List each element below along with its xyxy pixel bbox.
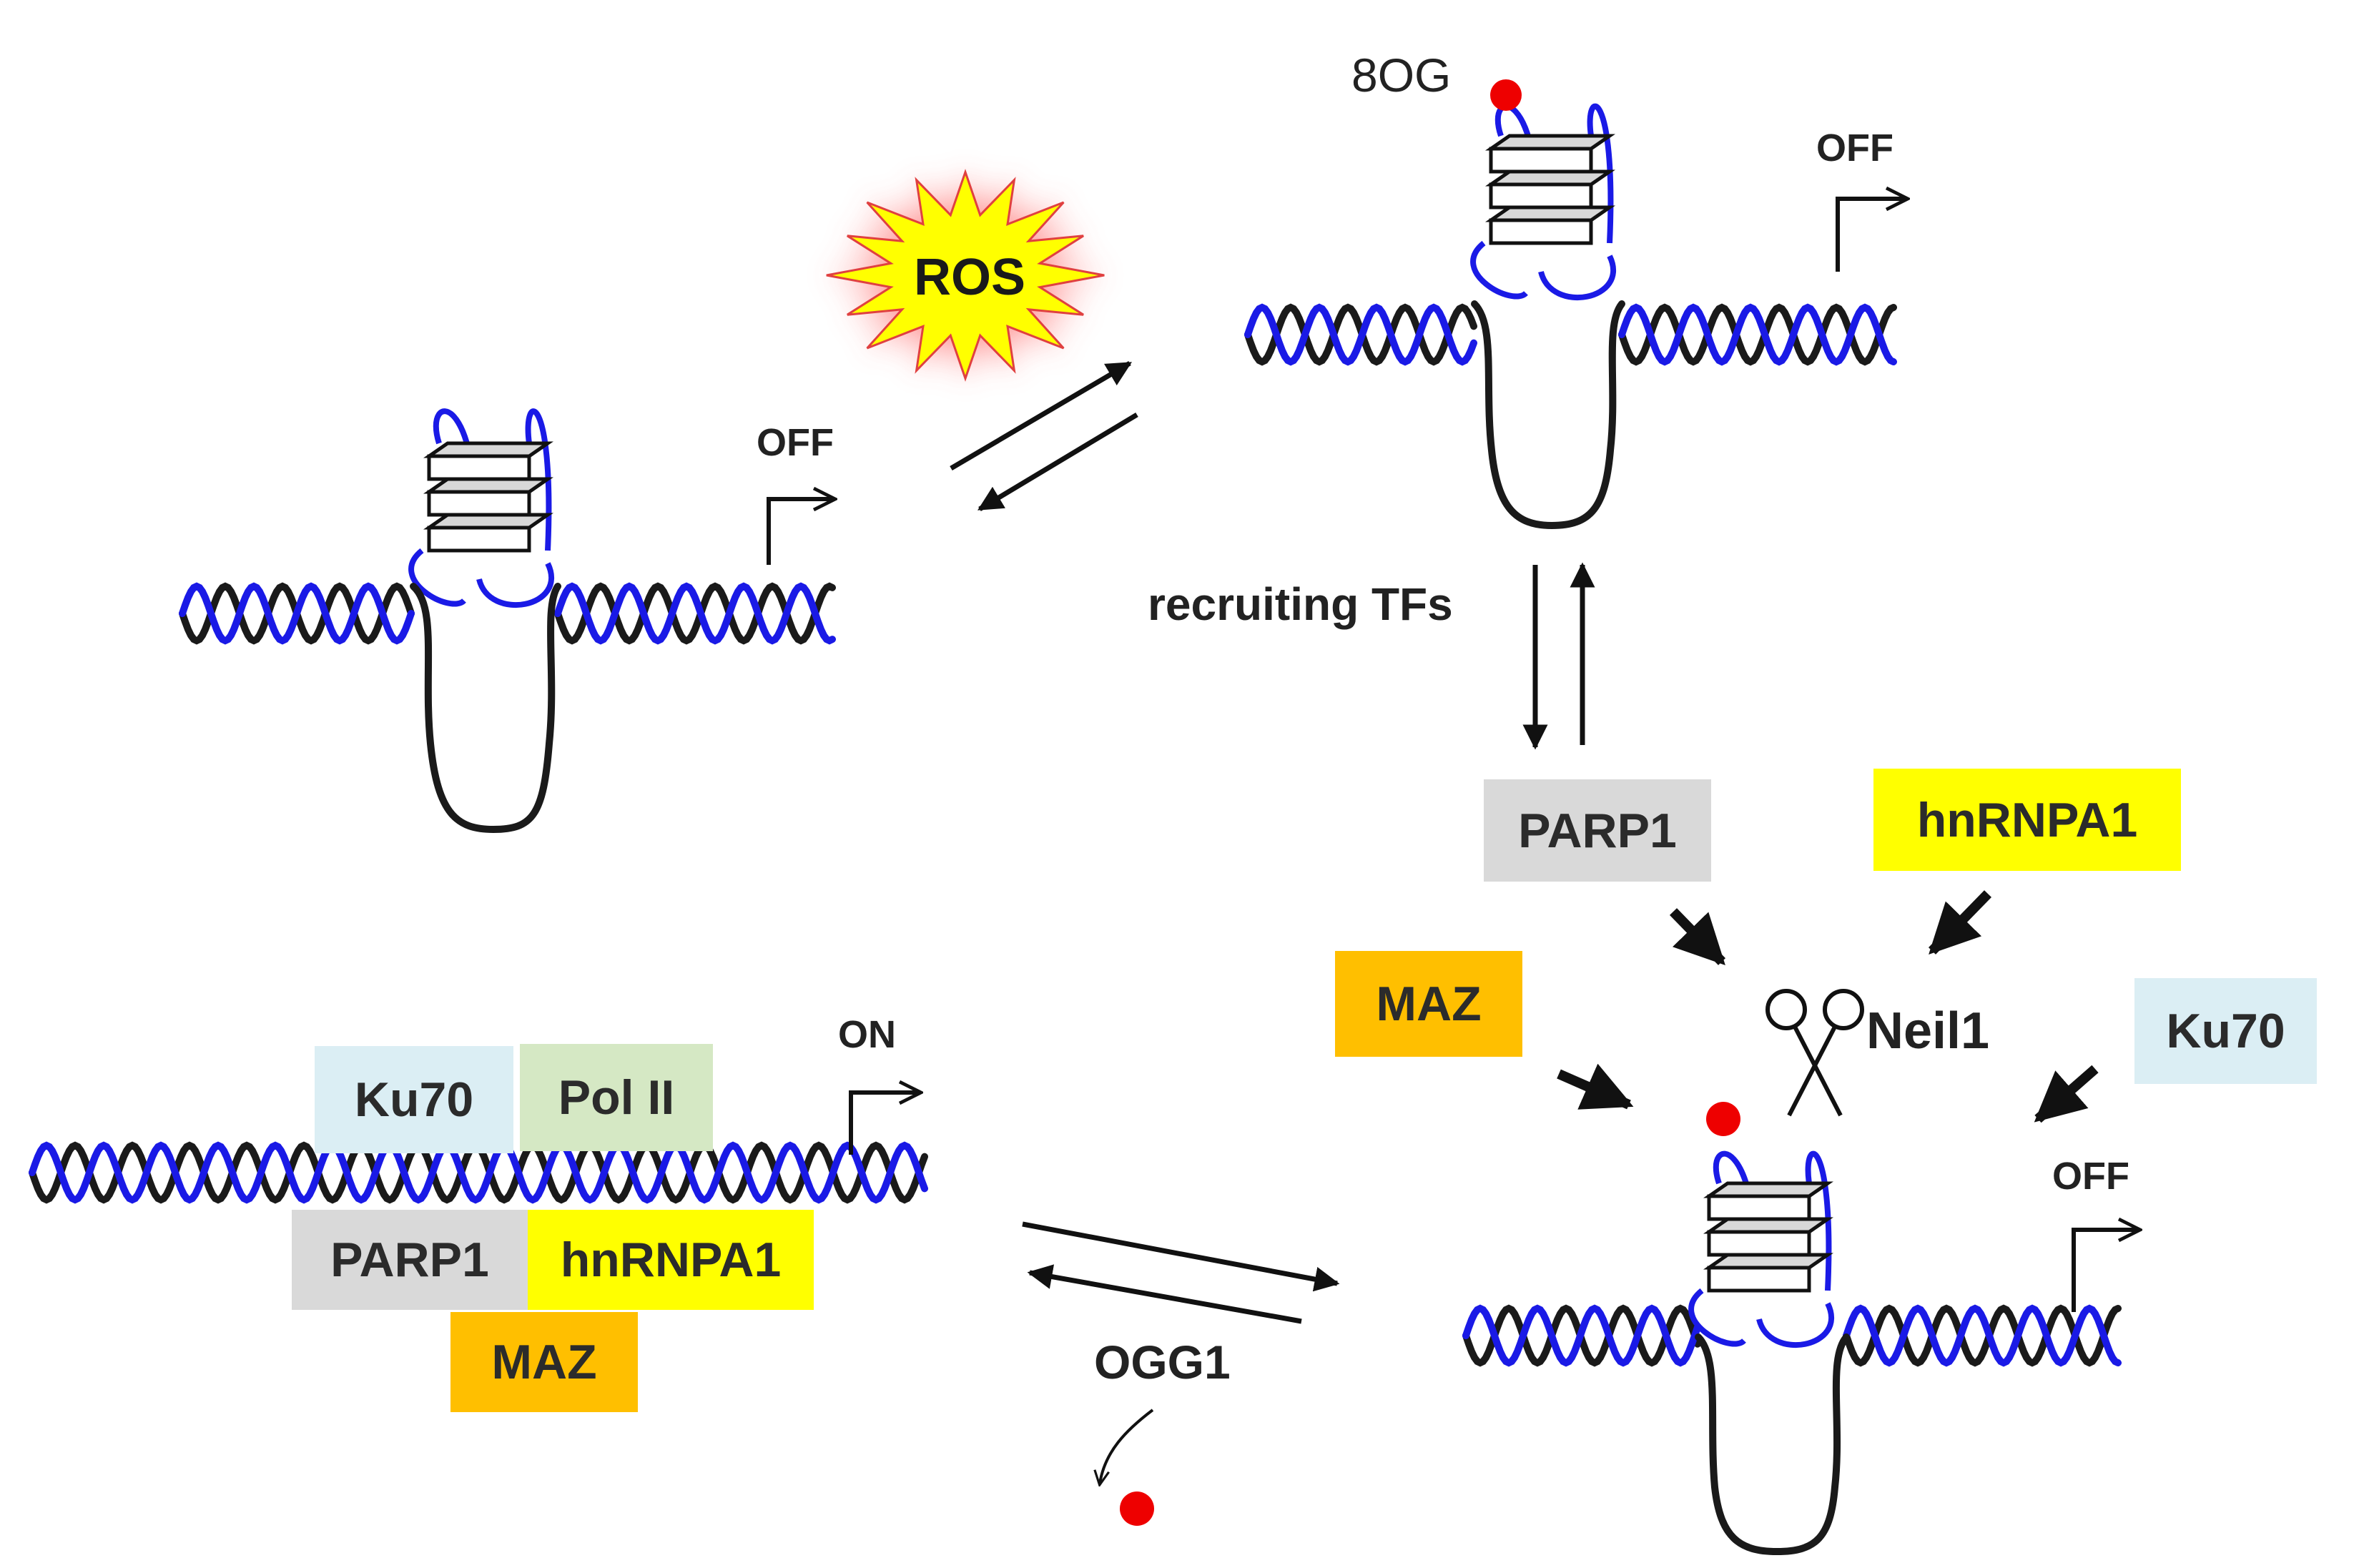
g-quadruplex-loop <box>525 408 552 551</box>
maz-box: MAZ <box>450 1312 638 1412</box>
g-tetrad-side <box>1489 147 1593 174</box>
single-strand-loop <box>1695 1333 1850 1556</box>
dna-strand-blue <box>1244 303 1477 366</box>
maz-box: MAZ <box>1335 951 1522 1057</box>
g-quadruplex-loop <box>476 562 555 608</box>
hnrnpa1-arrow <box>1928 890 1992 955</box>
dna-strand-blue <box>554 582 836 645</box>
g-tetrad-plate <box>1703 1217 1834 1234</box>
g-quadruplex-oxidized <box>1470 103 1617 300</box>
parp1-box: PARP1 <box>292 1210 528 1310</box>
pol-ii-box: Pol II <box>520 1044 713 1151</box>
g-tetrad-side <box>1489 182 1593 209</box>
g-tetrad-side <box>427 526 531 553</box>
promoter-arrow-icon <box>767 499 833 565</box>
curved-arrow-icon <box>1100 1409 1154 1484</box>
ogg1-label: OGG1 <box>1094 1336 1231 1389</box>
neil1-label: Neil1 <box>1866 1002 1990 1060</box>
hnrnpa1-box: hnRNPA1 <box>528 1210 814 1310</box>
g-quadruplex-loop <box>1756 1302 1835 1348</box>
equilibrium-arrow-forward <box>1022 1221 1340 1292</box>
dna-strand-blue <box>1618 303 1897 366</box>
g-quadruplex-loop <box>408 548 466 607</box>
8og-lesion-dot <box>1706 1102 1740 1136</box>
maz-arrow <box>1557 1063 1634 1110</box>
dna-strand-black <box>1618 303 1897 366</box>
g-tetrad-plate <box>1484 205 1616 222</box>
g-tetrad-side <box>427 490 531 517</box>
single-strand-loop <box>1471 300 1625 530</box>
g-tetrad-plate <box>1484 169 1616 187</box>
g-tetrad-plate <box>423 477 554 494</box>
g-quadruplex-loop <box>1688 1288 1746 1347</box>
g-tetrad-side <box>1489 218 1593 245</box>
g-tetrad-plate <box>423 441 554 458</box>
equilibrium-arrow-reverse <box>977 412 1138 512</box>
g-tetrad-side <box>1707 1230 1811 1257</box>
g-tetrad-side <box>427 454 531 481</box>
status-label-active: ON <box>838 1013 896 1056</box>
g-tetrad-plate <box>1703 1253 1834 1270</box>
starburst-icon <box>826 169 1105 382</box>
g-quadruplex-loop <box>1538 255 1617 300</box>
equilibrium-arrow-forward <box>950 360 1133 471</box>
excised-8og-dot <box>1120 1491 1154 1526</box>
g-quadruplex-loop <box>1587 103 1614 244</box>
g-quadruplex-initial <box>408 408 555 608</box>
promoter-arrow-icon <box>849 1093 919 1155</box>
g-tetrad-plate <box>423 513 554 530</box>
single-strand-loop <box>410 583 561 834</box>
hnrnpa1-box: hnRNPA1 <box>1873 769 2181 871</box>
8og-label: 8OG <box>1351 49 1452 102</box>
g-quadruplex-recruited <box>1688 1150 1835 1348</box>
dna-strand-blue <box>179 582 415 645</box>
promoter-arrow-icon <box>1836 199 1906 272</box>
dna-active <box>29 1141 928 1204</box>
scissors-icon <box>1765 989 1864 1117</box>
status-label-oxidized: OFF <box>1816 127 1893 169</box>
status-label-initial: OFF <box>757 421 834 464</box>
dna-strand-black <box>1843 1304 2122 1367</box>
dna-strand-blue <box>1462 1304 1701 1367</box>
ros-label: ROS <box>914 249 1026 306</box>
ku70-arrow <box>2034 1065 2099 1123</box>
g-tetrad-plate <box>1484 134 1616 151</box>
g-quadruplex-loop <box>1470 240 1528 300</box>
dna-recruited <box>1462 1102 2122 1556</box>
g-tetrad-side <box>1707 1266 1811 1293</box>
equilibrium-arrow-reverse <box>1027 1264 1302 1324</box>
status-label-recruited: OFF <box>2052 1155 2129 1198</box>
promoter-arrow-icon <box>2072 1230 2138 1312</box>
g-tetrad-side <box>1707 1194 1811 1221</box>
recruit-label: recruiting TFs <box>1148 578 1453 630</box>
parp1-box: PARP1 <box>1484 779 1711 882</box>
g-tetrad-plate <box>1703 1181 1834 1198</box>
dna-initial <box>179 408 836 834</box>
dna-strand-blue <box>1843 1304 2122 1367</box>
dna-strand-blue <box>29 1141 928 1204</box>
parp1-arrow <box>1669 908 1726 966</box>
ku70-box: Ku70 <box>315 1046 513 1153</box>
dna-oxidized <box>1244 79 1897 530</box>
g-quadruplex-loop <box>1805 1150 1832 1291</box>
ku70-box: Ku70 <box>2134 978 2317 1084</box>
8og-lesion-dot <box>1490 79 1522 111</box>
